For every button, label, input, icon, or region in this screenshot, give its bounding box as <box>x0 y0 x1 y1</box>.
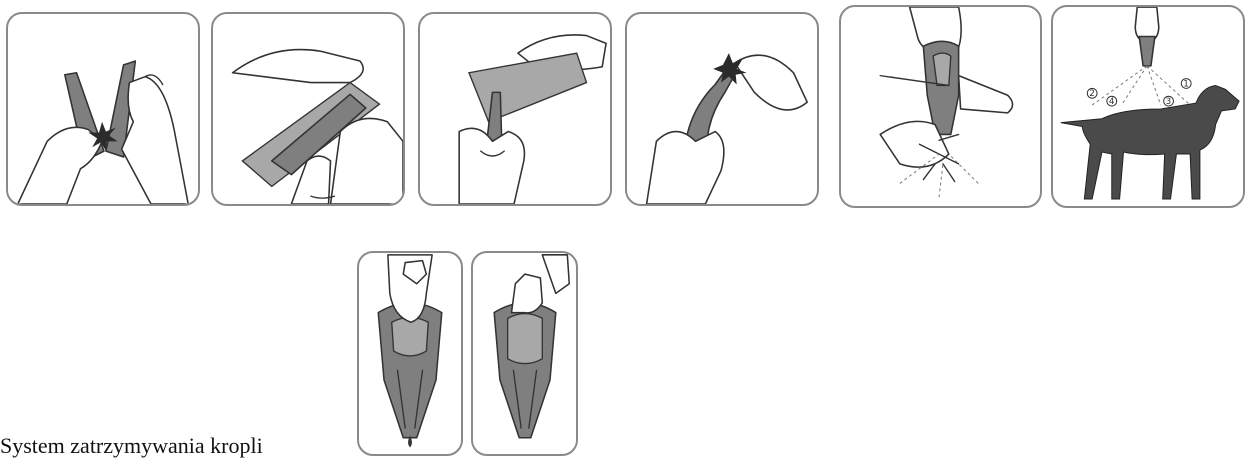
step-3-panel <box>418 12 612 206</box>
point-1-label: 1 <box>1183 79 1189 89</box>
separate-pipettes-illustration <box>8 14 198 204</box>
drop-stop-released-illustration <box>473 253 576 454</box>
open-blister-illustration <box>213 14 403 204</box>
step-5-panel <box>839 5 1042 208</box>
step-2-panel <box>211 12 405 206</box>
drop-stop-squeeze-panel <box>357 251 463 456</box>
step-4-panel <box>625 12 819 206</box>
drop-stop-squeeze-illustration <box>359 253 461 454</box>
snap-tip-illustration <box>627 14 817 204</box>
application-points-illustration: 2 4 3 1 <box>1053 7 1243 206</box>
step-6-panel: 2 4 3 1 <box>1051 5 1245 208</box>
point-4-label: 4 <box>1109 97 1115 107</box>
remove-pipette-illustration <box>420 14 610 204</box>
step-1-panel <box>6 12 200 206</box>
drop-stop-caption: System zatrzymywania kropli <box>0 433 263 459</box>
point-3-label: 3 <box>1166 97 1172 107</box>
drop-stop-released-panel <box>471 251 578 456</box>
apply-to-skin-illustration <box>841 7 1040 206</box>
point-2-label: 2 <box>1089 89 1095 99</box>
dog-silhouette <box>1061 85 1239 199</box>
